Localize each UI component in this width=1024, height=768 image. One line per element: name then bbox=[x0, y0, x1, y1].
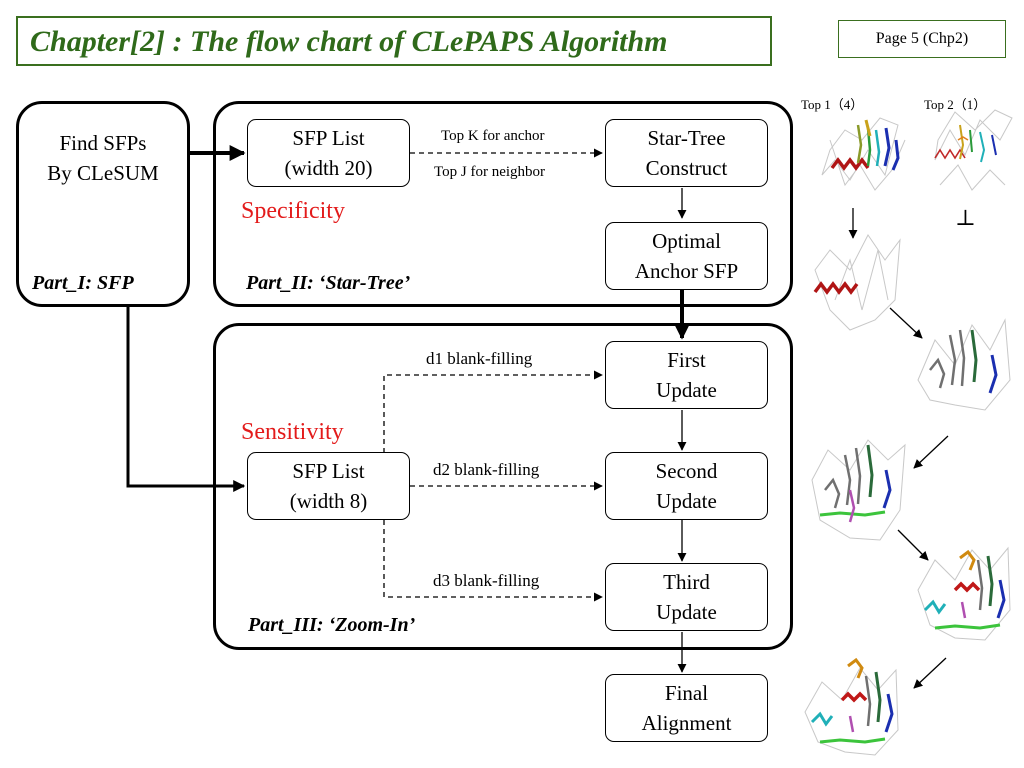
second-update-line2: Update bbox=[656, 489, 717, 513]
arrow-d3 bbox=[383, 520, 603, 602]
anchor-line1: Optimal bbox=[652, 229, 721, 253]
third-update-line1: Third bbox=[663, 570, 710, 594]
final-alignment-node: Final Alignment bbox=[605, 674, 768, 742]
optimal-anchor-sfp-node: Optimal Anchor SFP bbox=[605, 222, 768, 290]
sfp-list-width8-line1: SFP List bbox=[292, 459, 365, 483]
page-indicator: Page 5 (Chp2) bbox=[838, 20, 1006, 58]
arrow-part1-to-sfp8 bbox=[126, 307, 246, 492]
structure-final-alignment-icon bbox=[804, 657, 899, 756]
top1-label: Top 1（4） bbox=[801, 97, 864, 112]
final-line2: Alignment bbox=[641, 711, 732, 735]
first-update-line1: First bbox=[667, 348, 706, 372]
part1-label: Part_I: SFP bbox=[32, 272, 134, 294]
third-update-line2: Update bbox=[656, 600, 717, 624]
part1-panel bbox=[16, 101, 190, 307]
part2-label: Part_II: ‘Star-Tree’ bbox=[246, 272, 411, 294]
rejected-symbol: ⊥ bbox=[955, 205, 976, 230]
part2-panel bbox=[213, 101, 793, 307]
star-tree-line1: Star-Tree bbox=[647, 126, 726, 150]
sfp-list-width8-node: SFP List (width 8) bbox=[247, 452, 410, 520]
final-line1: Final bbox=[664, 681, 709, 705]
top2-label: Top 2（1） bbox=[924, 97, 987, 112]
edge-label-d3: d3 blank-filling bbox=[433, 571, 540, 590]
structure-top1-icon bbox=[821, 117, 906, 191]
edge-label-d1: d1 blank-filling bbox=[426, 349, 533, 368]
sensitivity-label: Sensitivity bbox=[241, 419, 344, 445]
star-tree-line2: Construct bbox=[645, 156, 728, 180]
sfp-list-width20-node: SFP List (width 20) bbox=[247, 119, 410, 187]
sfp-list-width8-line2: (width 8) bbox=[289, 489, 368, 513]
structure-second-update-icon bbox=[811, 439, 906, 541]
find-sfps-line1: Find SFPs bbox=[59, 131, 147, 155]
anchor-line2: Anchor SFP bbox=[634, 259, 739, 283]
star-tree-construct-node: Star-Tree Construct bbox=[605, 119, 768, 187]
structure-anchor-icon bbox=[813, 234, 901, 331]
specificity-label: Specificity bbox=[241, 198, 345, 224]
first-update-line2: Update bbox=[656, 378, 717, 402]
third-update-node: Third Update bbox=[605, 563, 768, 631]
structure-first-update-icon bbox=[917, 318, 1011, 411]
title-frame: Chapter[2] : The flow chart of CLePAPS A… bbox=[16, 16, 772, 66]
first-update-node: First Update bbox=[605, 341, 768, 409]
structure-third-update-icon bbox=[917, 546, 1011, 641]
edge-label-top-k: Top K for anchor bbox=[441, 128, 545, 144]
part3-label: Part_III: ‘Zoom-In’ bbox=[248, 614, 416, 636]
find-sfps-line2: By CLeSUM bbox=[47, 161, 159, 185]
sfp-list-width20-line2: (width 20) bbox=[284, 156, 373, 180]
structure-top2-icon bbox=[934, 109, 1013, 191]
edge-label-top-j: Top J for neighbor bbox=[434, 164, 546, 180]
sfp-list-width20-line1: SFP List bbox=[292, 126, 365, 150]
find-sfps-text: Find SFPs By CLeSUM bbox=[18, 128, 188, 188]
second-update-node: Second Update bbox=[605, 452, 768, 520]
second-update-line1: Second bbox=[655, 459, 718, 483]
edge-label-d2: d2 blank-filling bbox=[433, 460, 540, 479]
slide-title: Chapter[2] : The flow chart of CLePAPS A… bbox=[30, 25, 668, 58]
